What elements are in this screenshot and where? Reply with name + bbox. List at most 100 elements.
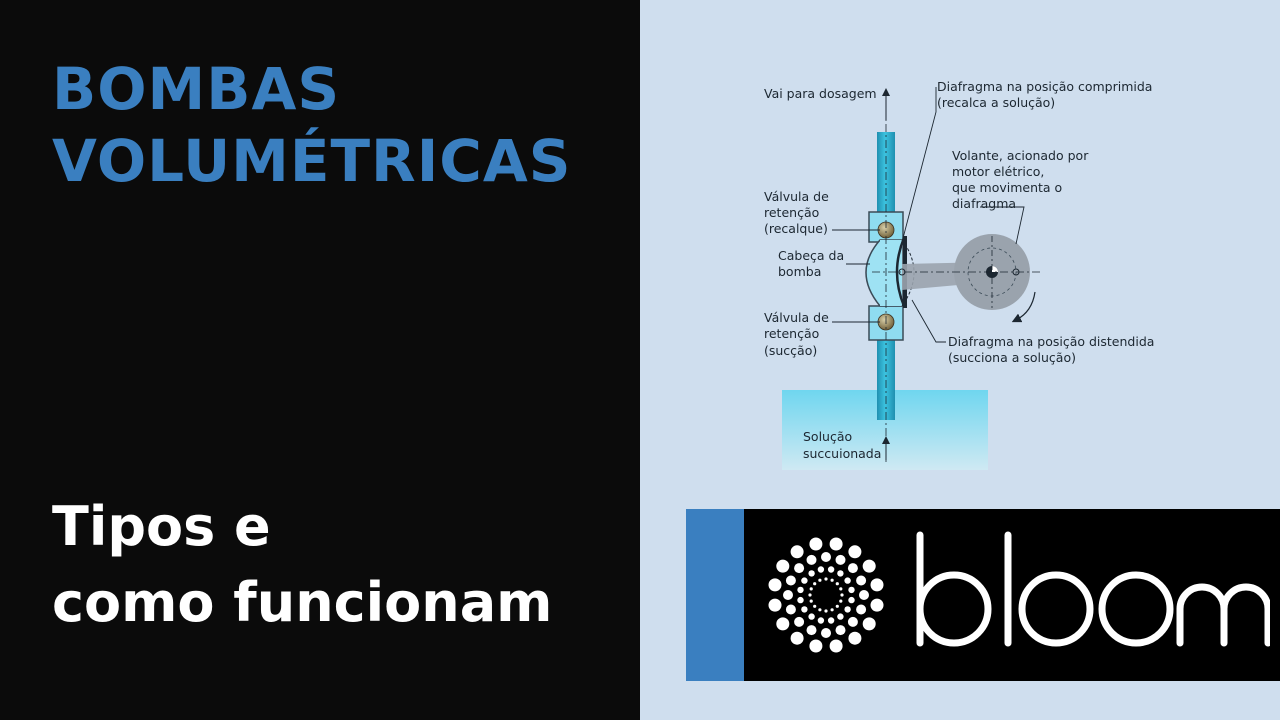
label-flywheel-2: motor elétrico, — [952, 164, 1044, 179]
logo-dot — [785, 604, 796, 615]
logo-dot — [809, 639, 823, 653]
logo-dot — [847, 616, 858, 627]
logo-dot — [829, 537, 843, 551]
logo-dot — [848, 586, 855, 594]
label-valve-bottom-2: retenção — [764, 326, 819, 341]
logo-dot — [847, 563, 858, 574]
pump-diagram: Vai para dosagem Válvula de retenção (re… — [764, 79, 1154, 470]
label-diaphragm-extended-1: Diafragma na posição distendida — [948, 334, 1154, 349]
logo-dot — [835, 604, 839, 608]
logo-dot — [768, 598, 782, 612]
label-top-flow: Vai para dosagem — [764, 86, 877, 101]
label-diaphragm-compressed-1: Diafragma na posição comprimida — [937, 79, 1152, 94]
logo-dot — [829, 639, 843, 653]
label-valve-top-1: Válvula de — [764, 189, 829, 204]
logo-dot — [817, 617, 825, 624]
logo-dot — [809, 599, 813, 603]
logo-dot — [837, 570, 844, 577]
logo-dot — [835, 625, 846, 636]
logo-dot — [830, 608, 834, 612]
logo-dot — [830, 578, 834, 582]
logo-dot — [790, 545, 804, 559]
logo-dot — [797, 596, 804, 604]
leader-flywheel — [980, 206, 1025, 245]
title-line-2: VOLUMÉTRICAS — [52, 127, 572, 195]
logo-dot — [839, 599, 843, 603]
logo-dot — [817, 566, 825, 573]
label-diaphragm-extended-2: (succiona a solução) — [948, 350, 1076, 365]
logo-dot — [870, 578, 884, 592]
logo-dot — [848, 596, 855, 604]
label-valve-top-2: retenção — [764, 205, 819, 220]
logo-dot — [862, 617, 876, 631]
label-flywheel-3: que movimenta o — [952, 180, 1062, 195]
logo-dot — [818, 608, 822, 612]
bloom-flower-icon — [768, 537, 884, 653]
label-solution-2: succuionada — [803, 446, 881, 461]
logo-dot — [837, 613, 844, 620]
label-pump-head-1: Cabeça da — [778, 248, 844, 263]
label-solution-1: Solução — [803, 429, 852, 444]
rotation-arrow — [1011, 291, 1036, 323]
left-panel: BOMBAS VOLUMÉTRICAS Tipos e como funcion… — [52, 55, 572, 634]
logo-dot — [794, 616, 805, 627]
logo-dot — [797, 586, 804, 594]
logo-dot — [790, 631, 804, 645]
logo-dot — [785, 575, 796, 586]
logo-dot — [768, 578, 782, 592]
subtitle-line-1: Tipos e — [52, 495, 271, 558]
label-valve-top-3: (recalque) — [764, 221, 828, 236]
label-valve-bottom-3: (sucção) — [764, 343, 817, 358]
logo-dot — [801, 577, 808, 584]
pump-chamber — [880, 240, 902, 306]
logo-dot — [821, 628, 831, 638]
label-flywheel-1: Volante, acionado por — [952, 148, 1089, 163]
logo-dot — [859, 590, 869, 600]
logo-dot — [840, 593, 844, 597]
logo-dot — [783, 590, 793, 600]
logo-dot — [870, 598, 884, 612]
title-line-1: BOMBAS — [52, 55, 341, 123]
leader-diaphragm-extended — [911, 299, 946, 343]
logo-dot — [844, 577, 851, 584]
logo-dot — [848, 545, 862, 559]
subtitle-line-2: como funcionam — [52, 571, 553, 634]
logo-dot — [862, 559, 876, 573]
logo-dot — [809, 537, 823, 551]
logo-dot — [813, 604, 817, 608]
logo-dot — [835, 582, 839, 586]
logo-dot — [839, 587, 843, 591]
logo-dot — [835, 554, 846, 565]
logo-text: bloom — [910, 525, 913, 526]
logo-dot — [824, 609, 828, 613]
label-valve-bottom-1: Válvula de — [764, 310, 829, 325]
logo-dot — [801, 606, 808, 613]
logo-banner: bloom — [686, 509, 1280, 681]
label-flywheel-4: diafragma — [952, 196, 1016, 211]
leader-diaphragm-compressed — [901, 87, 937, 243]
logo-dot — [827, 617, 835, 624]
logo-dot — [856, 604, 867, 615]
logo-dot — [848, 631, 862, 645]
logo-dot — [824, 577, 828, 581]
flywheel-center-quarter — [992, 266, 998, 272]
logo-dot — [818, 578, 822, 582]
logo-dot — [856, 575, 867, 586]
logo-dot — [808, 570, 815, 577]
logo-dot — [808, 593, 812, 597]
logo-dot — [827, 566, 835, 573]
logo-accent-bar — [686, 509, 744, 681]
logo-dot — [821, 552, 831, 562]
label-pump-head-2: bomba — [778, 264, 821, 279]
diaphragm — [895, 237, 906, 307]
logo-dot — [813, 582, 817, 586]
logo-dot — [844, 606, 851, 613]
label-diaphragm-compressed-2: (recalca a solução) — [937, 95, 1055, 110]
logo-dot — [794, 563, 805, 574]
logo-dot — [776, 617, 790, 631]
logo-dot — [808, 613, 815, 620]
logo-dot — [809, 587, 813, 591]
bloom-wordmark: bloom — [910, 525, 1270, 647]
logo-dot — [776, 559, 790, 573]
logo-dot — [806, 625, 817, 636]
